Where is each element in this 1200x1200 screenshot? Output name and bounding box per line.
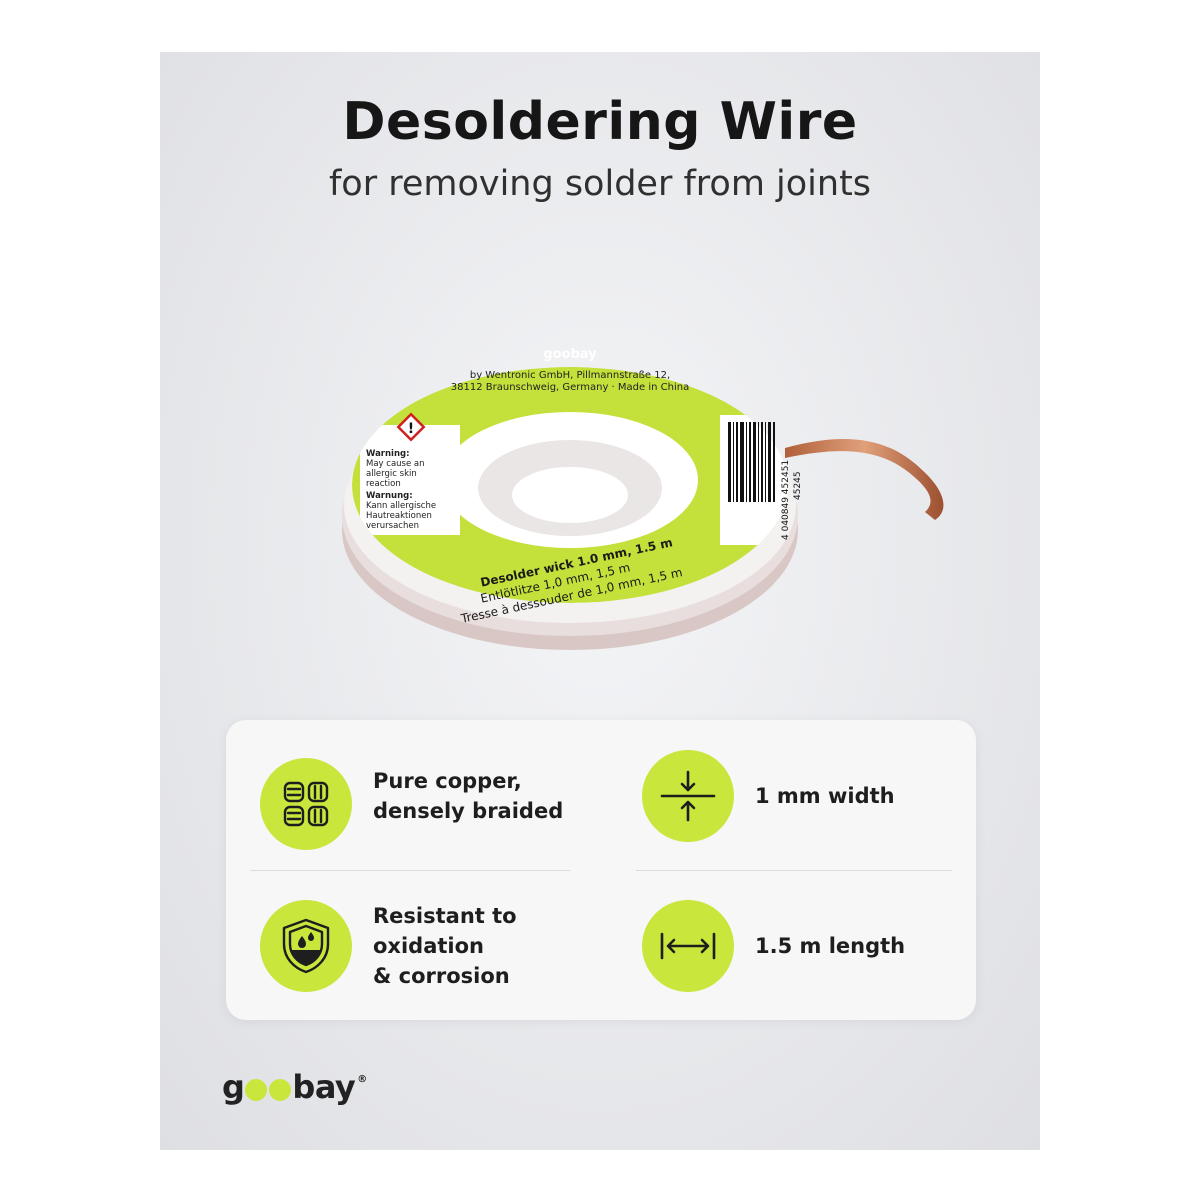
label-address-1: by Wentronic GmbH, Pillmannstraße 12, [470,370,670,381]
barcode-number: 4 040849 452451 [781,460,791,540]
logo-letters-bay: bay [292,1068,356,1106]
barcode [728,422,775,502]
feature-resistant-text: Resistant to oxidation & corrosion [373,901,517,991]
warning-de-3: Hautreaktionen [366,511,432,521]
page-subtitle: for removing solder from joints [328,164,872,204]
warning-de-4: verursachen [366,521,419,531]
width-arrows-icon [642,750,734,842]
hazard-icon: ! [396,412,426,442]
feature-resistant-line-3: & corrosion [373,964,510,988]
divider-left [250,870,570,871]
feature-width-text: 1 mm width [755,781,895,811]
feature-copper-text: Pure copper, densely braided [373,766,563,826]
warning-en-4: reaction [366,479,401,489]
page-title: Desoldering Wire [342,92,858,152]
logo-oo-mark [244,1076,292,1101]
feature-copper-line-2: densely braided [373,799,564,823]
label-brand: goobay [543,347,597,362]
braided-copper-icon [260,758,352,850]
divider-right [636,870,952,871]
warning-de-1: Warnung: [366,491,413,501]
feature-resistant-line-2: oxidation [373,934,484,958]
feature-copper-line-1: Pure copper, [373,769,522,793]
product-spool-image: ! goobay by Wentronic GmbH, Pillmannstra… [342,347,944,650]
warning-en-1: Warning: [366,449,410,459]
logo-registered-mark: ® [357,1074,367,1085]
warning-de-2: Kann allergische [366,501,436,511]
warning-en-2: May cause an [366,459,425,469]
label-address-2: 38112 Braunschweig, Germany · Made in Ch… [451,382,689,393]
article-number: 45245 [793,471,803,500]
feature-length-text: 1.5 m length [755,931,905,961]
feature-resistant-line-1: Resistant to [373,904,517,928]
copper-wire-lead [785,438,944,520]
warning-en-3: allergic skin [366,469,417,479]
feature-width-line-1: 1 mm width [755,784,895,808]
shield-drops-icon [260,900,352,992]
goobay-logo: g bay ® [222,1068,367,1106]
logo-letter-g: g [222,1068,245,1106]
features-card: Pure copper, densely braided 1 mm width … [226,720,976,1020]
svg-text:!: ! [408,421,414,437]
length-arrows-icon [642,900,734,992]
feature-length-line-1: 1.5 m length [755,934,906,958]
